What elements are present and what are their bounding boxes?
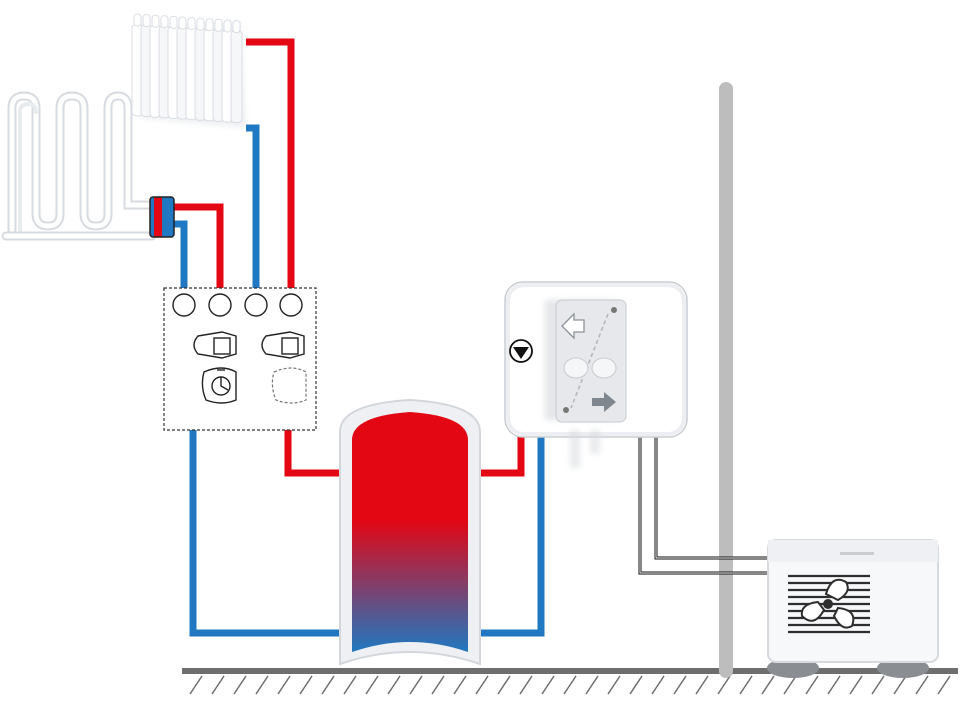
hatch-line [321, 675, 335, 695]
radiator-fin [230, 30, 243, 124]
hatch-line [255, 675, 269, 695]
hatch-line [783, 675, 797, 695]
hatch-line [761, 675, 775, 695]
flow-out-arrow-icon [592, 392, 616, 412]
mixer-valve-icon [201, 367, 237, 404]
hatch-line [651, 675, 665, 695]
pump-1-icon [193, 331, 237, 359]
radiator-fin-top [214, 18, 223, 32]
hydraulic-module-icon [504, 281, 688, 468]
hatch-line [475, 675, 489, 695]
radiator-fin-top [223, 19, 232, 33]
floor-supply-pipe [174, 203, 224, 296]
hatch-line [387, 675, 401, 695]
heating-manifold-icon [149, 196, 175, 238]
radiator-fin-top [142, 14, 151, 28]
port-1 [172, 293, 196, 317]
hatch-line [629, 675, 643, 695]
radiator-fin-top [169, 15, 178, 29]
circulation-pump-icon [509, 339, 533, 363]
wall-icon [719, 82, 733, 678]
hatch-line [365, 675, 379, 695]
hatch-line [409, 675, 423, 695]
ground-hatch-icon [189, 675, 951, 695]
hatch-line [849, 675, 863, 695]
hatch-line [805, 675, 819, 695]
hatch-line [717, 675, 731, 695]
pump-2-icon [261, 331, 305, 359]
hatch-line [739, 675, 753, 695]
fan-icon [800, 578, 855, 629]
radiator-icon [131, 13, 246, 128]
hatch-line [607, 675, 621, 695]
radiator-fin-top [232, 20, 241, 34]
module-to-tank-pipe [284, 430, 344, 477]
radiator-fin-top [178, 16, 187, 30]
module-to-tank-return-pipe [189, 430, 344, 637]
radiator-fin-top [133, 13, 142, 27]
hatch-line [299, 675, 313, 695]
hatch-line [893, 675, 907, 695]
hatch-line [937, 675, 951, 695]
radiator-return-pipe [246, 124, 260, 296]
floor-return-pipe [174, 220, 188, 296]
hatch-line [453, 675, 467, 695]
hatch-line [915, 675, 929, 695]
hatch-line [497, 675, 511, 695]
buffer-tank-icon [339, 398, 481, 666]
hatch-line [211, 675, 225, 695]
hatch-line [277, 675, 291, 695]
radiator-supply-pipe [246, 38, 295, 296]
pump-group-icon [163, 287, 317, 431]
port-2 [208, 293, 232, 317]
radiator-fin-top [187, 17, 196, 31]
hatch-line [343, 675, 357, 695]
port-4 [279, 293, 303, 317]
heat-pump-outdoor-unit-icon [767, 539, 939, 678]
hatch-line [519, 675, 533, 695]
radiator-fin-top [151, 14, 160, 28]
optional-mixer-valve-icon [271, 367, 307, 404]
hatch-line [585, 675, 599, 695]
hatch-line [695, 675, 709, 695]
hatch-line [871, 675, 885, 695]
ground-line [182, 668, 958, 674]
radiator-fin-top [205, 18, 214, 32]
port-3 [244, 293, 268, 317]
ground [182, 668, 958, 695]
underfloor-heating-icon [1, 91, 157, 241]
flow-in-arrow-icon [561, 312, 585, 340]
hatch-line [431, 675, 445, 695]
hatch-line [563, 675, 577, 695]
radiator-fin-top [160, 15, 169, 29]
radiator-fin-top [196, 17, 205, 31]
hatch-line [673, 675, 687, 695]
hatch-line [189, 675, 203, 695]
hatch-line [541, 675, 555, 695]
hatch-line [827, 675, 841, 695]
hatch-line [233, 675, 247, 695]
